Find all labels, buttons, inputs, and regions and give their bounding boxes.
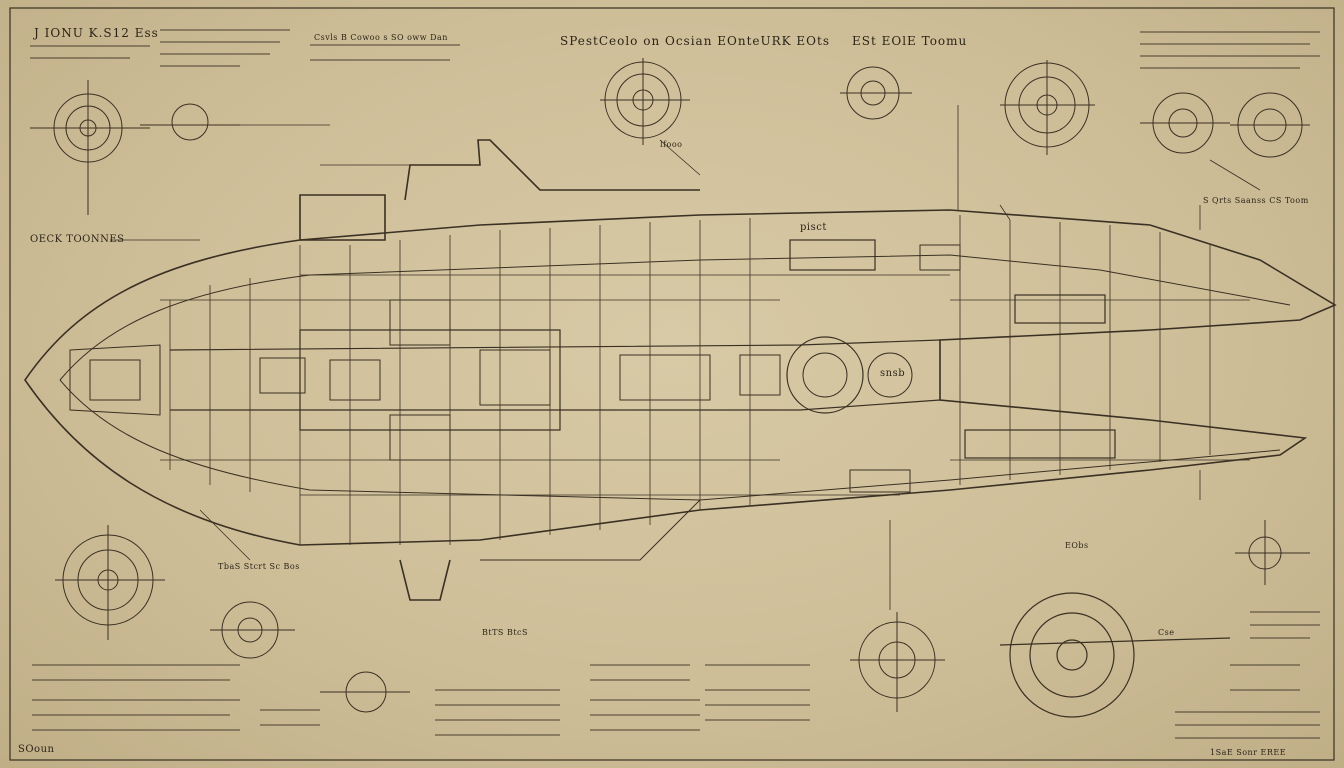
turbine-schematic-icon bbox=[600, 58, 690, 145]
internal-components bbox=[259, 244, 961, 493]
label-bottom-left: TbaS Stcrt Sc Bos bbox=[218, 562, 300, 571]
label-small-1: Cse bbox=[1158, 628, 1175, 637]
leader-lines bbox=[110, 105, 1261, 610]
label-bottom-right: EObs bbox=[1065, 541, 1089, 550]
wheel-schematic-icon bbox=[55, 525, 165, 640]
gear-schematic-icon bbox=[30, 80, 150, 215]
header-center: SPestCeolo on Ocsian EOnteURK EOts bbox=[560, 34, 830, 48]
reactor-schematic-icon bbox=[1000, 60, 1095, 155]
spaceship-outline bbox=[24, 139, 1337, 601]
gyro-schematic-icon bbox=[1235, 520, 1310, 585]
footer-right: 1SaE Sonr EREE bbox=[1210, 748, 1287, 757]
title-top-left: J IONU K.S12 Ess bbox=[34, 26, 159, 40]
label-hull: pisct bbox=[800, 222, 827, 233]
label-core: snsb bbox=[880, 368, 906, 379]
label-bottom-mid: BtTS BtcS bbox=[482, 628, 529, 637]
thruster-schematic-icon bbox=[1140, 92, 1230, 154]
label-right-mid: S Qrts Saanss CS Toom bbox=[1203, 196, 1309, 205]
compass-schematic-icon bbox=[850, 612, 945, 712]
header-right: ESt EOlE Toomu bbox=[852, 34, 968, 48]
fan-schematic-icon bbox=[840, 66, 912, 120]
scope-schematic-icon bbox=[140, 103, 240, 141]
nozzle-schematic-icon bbox=[320, 671, 410, 713]
note-block-top-right bbox=[1140, 31, 1320, 69]
sheet-border bbox=[9, 7, 1335, 761]
note-block-top-left bbox=[30, 29, 460, 67]
drum-schematic-icon bbox=[999, 592, 1231, 718]
header-mid: Csvls B Cowoo s SO oww Dan bbox=[314, 33, 448, 42]
valve-schematic-icon bbox=[1230, 92, 1310, 158]
side-label-left: OECK TOONNES bbox=[30, 234, 125, 245]
note-block-bottom bbox=[32, 611, 1320, 739]
label-small-2: lfooo bbox=[660, 140, 683, 149]
pump-schematic-icon bbox=[210, 601, 295, 659]
hull-panel-grid bbox=[160, 215, 1250, 545]
footer-left: SOoun bbox=[18, 744, 55, 755]
